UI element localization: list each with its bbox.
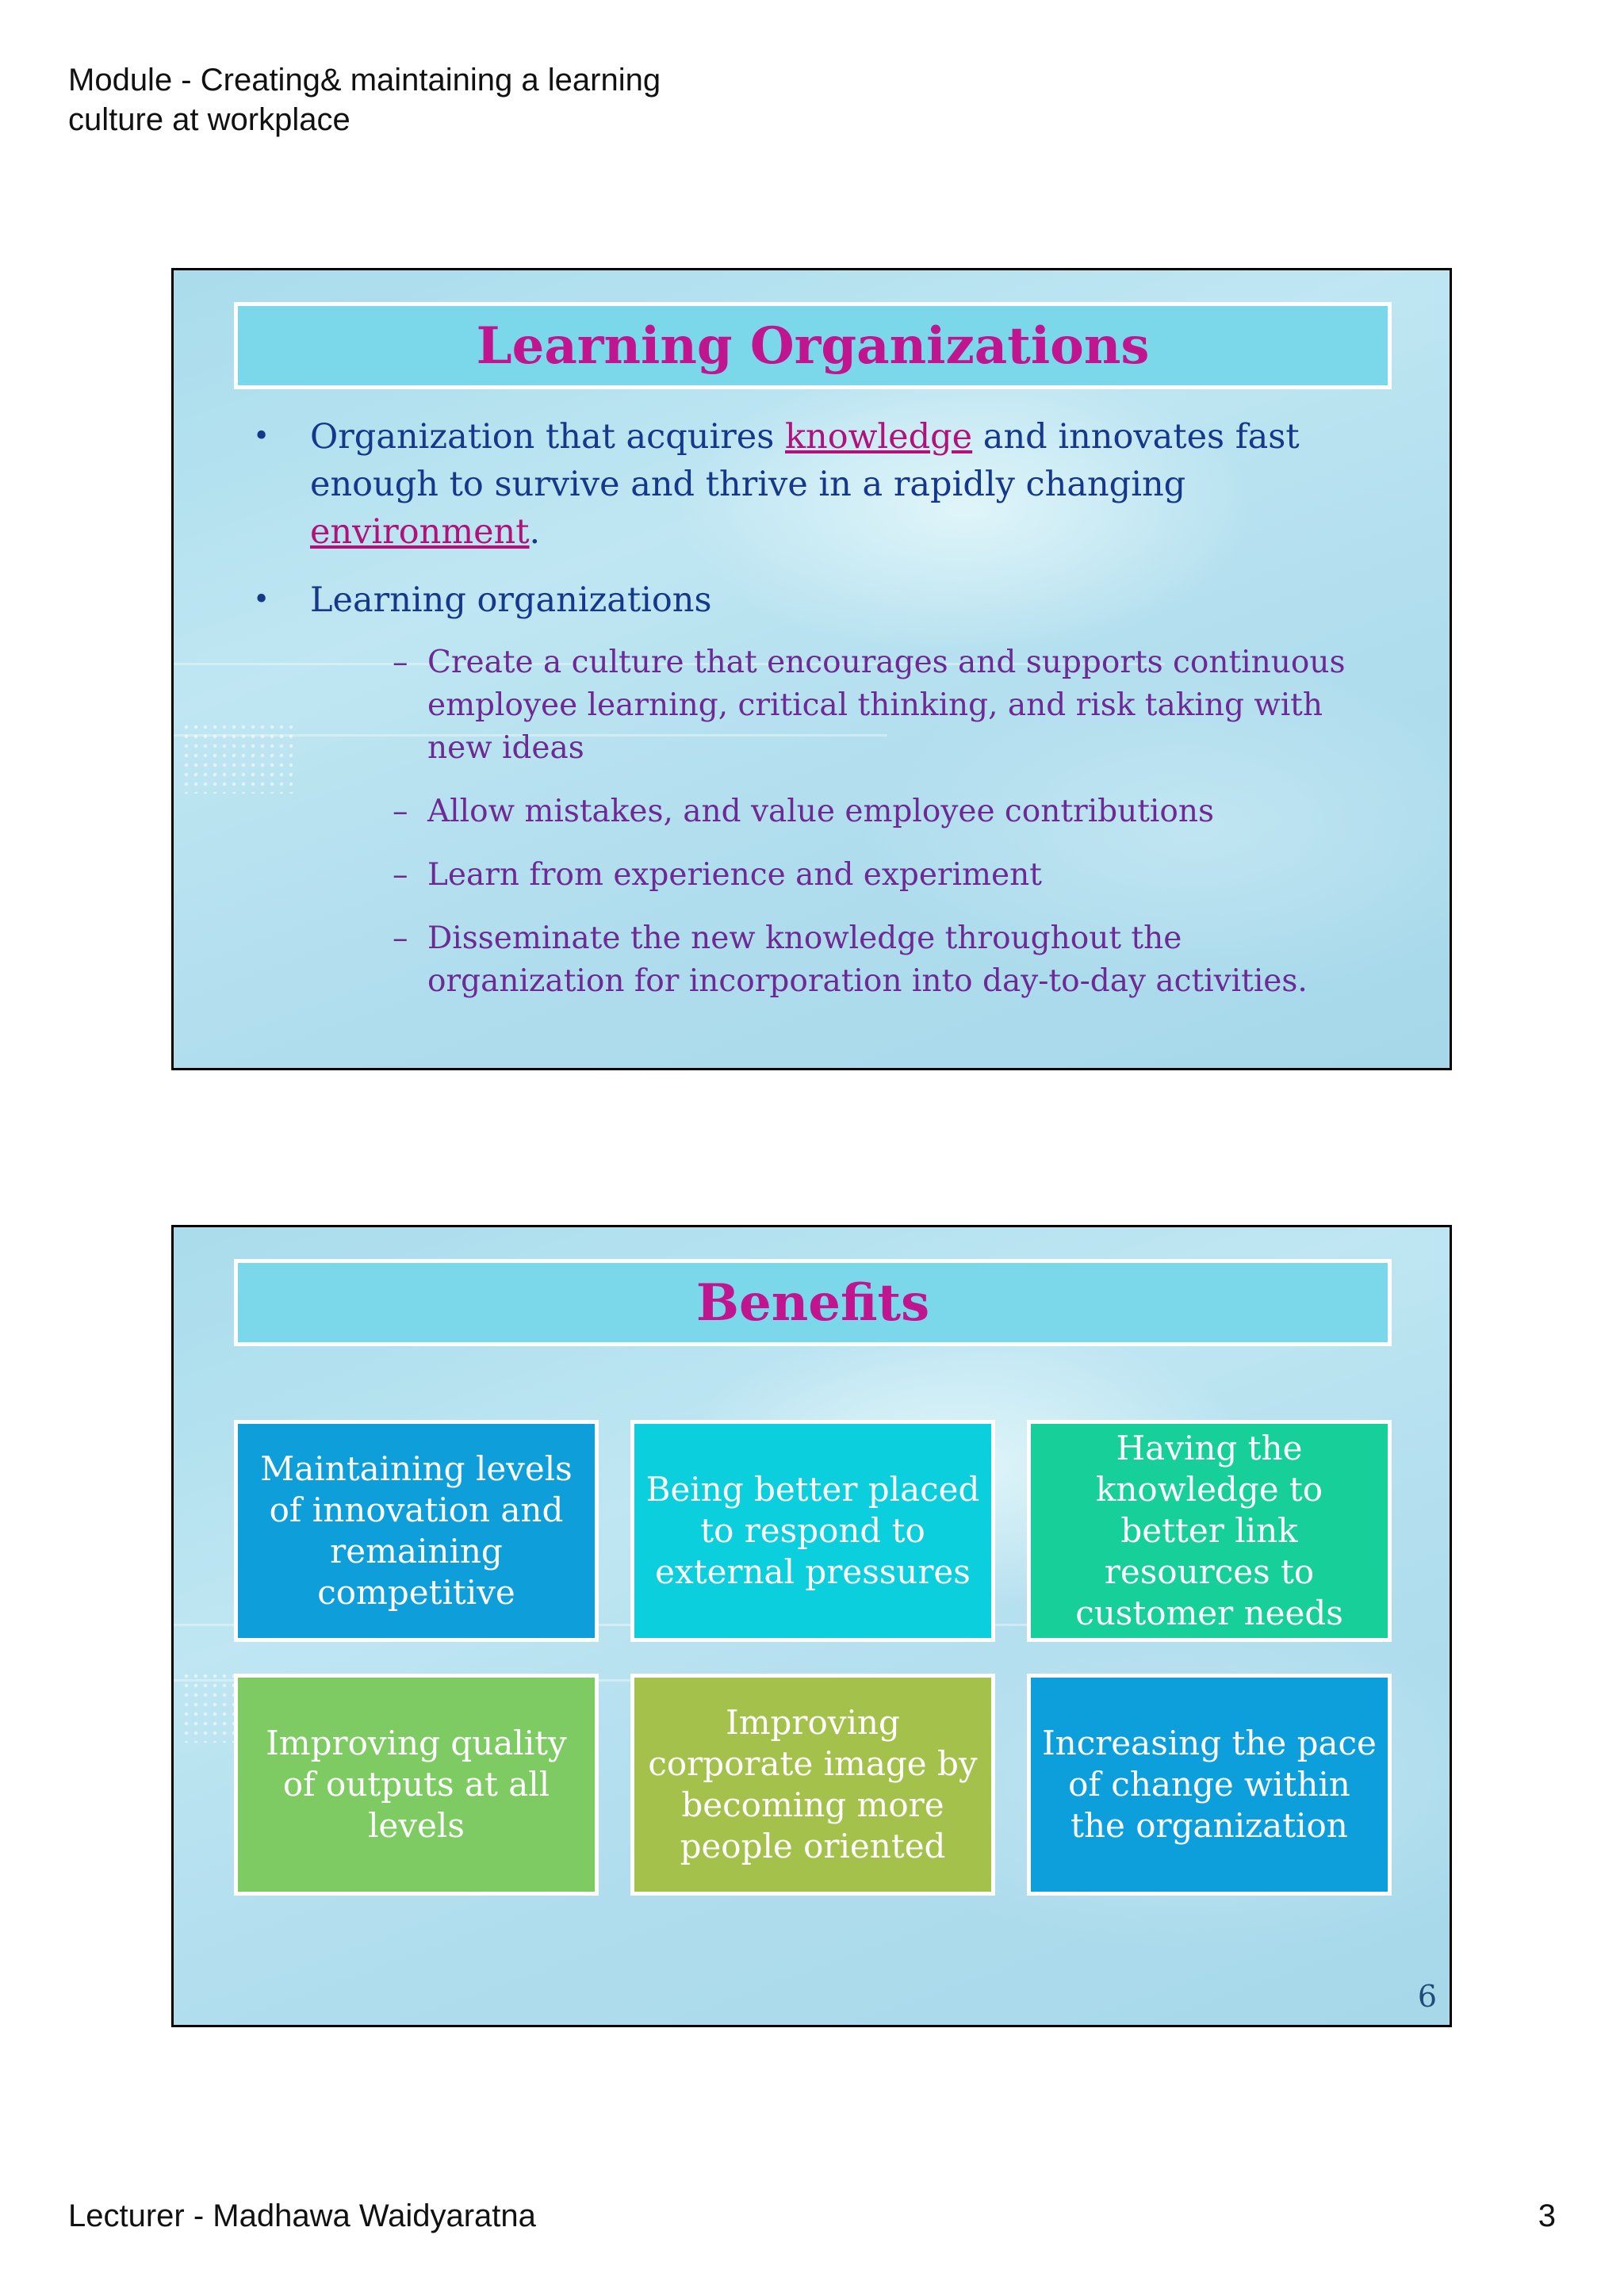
slide-number: 6 — [1417, 1979, 1437, 2014]
dash-icon: – — [393, 794, 408, 829]
benefit-box: Improving corporate image by becoming mo… — [630, 1674, 995, 1896]
benefit-box: Improving quality of outputs at all leve… — [234, 1674, 599, 1896]
bullet-text: and innovates fast enough to survive and… — [310, 417, 1300, 504]
bullet-icon: • — [253, 420, 270, 453]
slide-title: Learning Organizations — [476, 316, 1150, 376]
sub-item-text: Disseminate the new knowledge throughout… — [427, 920, 1308, 999]
dash-icon: – — [393, 857, 408, 893]
bullet-item: • Learning organizations — [245, 576, 1387, 624]
bullet-text: Learning organizations — [310, 580, 712, 620]
page-header: Module - Creating& maintaining a learnin… — [68, 60, 661, 140]
page-number: 3 — [1538, 2198, 1556, 2233]
header-line-1: Module - Creating& maintaining a learnin… — [68, 63, 661, 98]
benefit-text: Being better placed to respond to extern… — [645, 1470, 980, 1591]
sub-item: – Disseminate the new knowledge througho… — [245, 917, 1387, 1003]
bullet-item: • Organization that acquires knowledge a… — [245, 413, 1387, 556]
slide-title: Benefits — [695, 1272, 930, 1333]
sub-item-text: Allow mistakes, and value employee contr… — [427, 794, 1215, 829]
slide-benefits: Benefits Maintaining levels of innovatio… — [171, 1225, 1452, 2027]
benefit-box: Increasing the pace of change within the… — [1027, 1674, 1392, 1896]
slide-learning-organizations: Learning Organizations • Organization th… — [171, 268, 1452, 1070]
header-line-2: culture at workplace — [68, 102, 350, 137]
sub-item-text: Create a culture that encourages and sup… — [427, 645, 1346, 766]
knowledge-link[interactable]: knowledge — [784, 417, 973, 457]
decorative-dots — [182, 722, 293, 794]
benefit-text: Improving corporate image by becoming mo… — [648, 1703, 978, 1866]
slide-content: • Organization that acquires knowledge a… — [245, 413, 1387, 1024]
bullet-text: . — [529, 512, 541, 552]
bullet-icon: • — [253, 584, 270, 616]
sub-item: – Create a culture that encourages and s… — [245, 641, 1387, 770]
benefit-text: Maintaining levels of innovation and rem… — [260, 1449, 573, 1612]
benefit-text: Increasing the pace of change within the… — [1042, 1724, 1377, 1845]
decorative-line — [174, 663, 1165, 665]
slide-title-bar: Benefits — [234, 1259, 1392, 1346]
decorative-line — [174, 734, 887, 737]
bullet-text: Organization that acquires — [310, 417, 785, 457]
benefit-text: Having the knowledge to better link reso… — [1075, 1429, 1343, 1632]
benefit-box: Having the knowledge to better link reso… — [1027, 1420, 1392, 1642]
dash-icon: – — [393, 645, 408, 680]
sub-item: – Learn from experience and experiment — [245, 854, 1387, 897]
benefit-box: Being better placed to respond to extern… — [630, 1420, 995, 1642]
dash-icon: – — [393, 920, 408, 956]
sub-item: – Allow mistakes, and value employee con… — [245, 790, 1387, 833]
benefit-text: Improving quality of outputs at all leve… — [266, 1724, 567, 1845]
lecturer-name: Lecturer - Madhawa Waidyaratna — [68, 2198, 536, 2233]
sub-item-text: Learn from experience and experiment — [427, 857, 1042, 893]
slide-title-bar: Learning Organizations — [234, 302, 1392, 389]
benefit-box: Maintaining levels of innovation and rem… — [234, 1420, 599, 1642]
environment-link[interactable]: environment — [310, 512, 530, 552]
